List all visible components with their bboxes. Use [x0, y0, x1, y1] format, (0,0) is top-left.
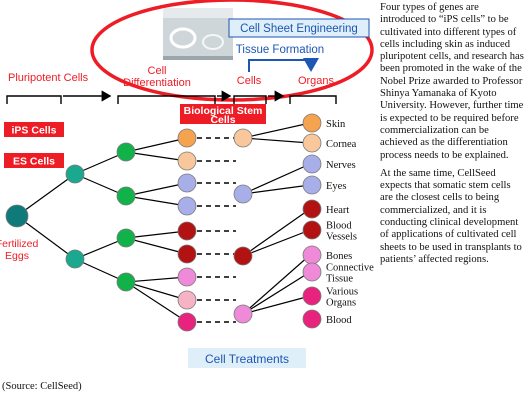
- cell-node: [116, 142, 136, 162]
- es-badge: [4, 153, 64, 168]
- organ-label: Blood: [326, 221, 352, 232]
- cell-node: [116, 228, 136, 248]
- differentiated-cell-node: [177, 196, 197, 216]
- paragraph-cellseed: At the same time, CellSeed expects that …: [380, 167, 522, 265]
- cell-therapy-diagram: Cell Sheet Engineering Tissue Formation …: [0, 0, 374, 368]
- lineage-connectors: [16, 122, 311, 323]
- fertilized-label-1: Fertilized: [0, 238, 38, 250]
- ips-badge-label: iPS Cells: [12, 125, 57, 137]
- cell-nodes: [5, 113, 322, 332]
- organ-node: [302, 286, 322, 306]
- stem-badge: [180, 104, 266, 124]
- lineage-connector: [242, 208, 311, 257]
- stem-cell-node: [233, 246, 253, 266]
- organ-node: [302, 220, 322, 240]
- organ-label: Nerves: [326, 160, 356, 171]
- differentiated-cell-node: [177, 267, 197, 287]
- tissue-formation-label: Tissue Formation: [236, 44, 324, 56]
- differentiated-cell-node: [177, 290, 197, 310]
- source-note: (Source: CellSeed): [2, 381, 82, 392]
- organ-node: [302, 175, 322, 195]
- lineage-connector: [125, 137, 188, 153]
- organ-label: Organs: [326, 298, 356, 309]
- organ-label: Heart: [326, 205, 349, 216]
- organ-node: [302, 133, 322, 153]
- differentiated-cell-node: [177, 128, 197, 148]
- organ-label: Blood: [326, 315, 352, 326]
- stem-cell-node: [233, 128, 253, 148]
- lineage-connector: [242, 184, 311, 195]
- lineage-connector: [125, 281, 188, 323]
- description-text: Four types of genes are introduced to “i…: [380, 2, 526, 272]
- lineage-connector: [242, 254, 311, 315]
- culture-dish-photo: [163, 8, 233, 60]
- cells-label: Cells: [237, 75, 262, 87]
- lineage-connector: [242, 229, 311, 257]
- fertilized-label-2: Eggs: [5, 250, 29, 262]
- organs-label: Organs: [298, 75, 335, 87]
- organ-node: [302, 199, 322, 219]
- lineage-connector: [125, 237, 188, 255]
- organ-node: [302, 262, 322, 282]
- es-badge-label: ES Cells: [13, 156, 55, 168]
- organ-label: Cornea: [326, 139, 357, 150]
- cell-node: [116, 186, 136, 206]
- organ-label: Skin: [326, 119, 346, 130]
- paragraph-ips: Four types of genes are introduced to “i…: [380, 2, 524, 161]
- stem-badge-label-2: Cells: [210, 114, 235, 126]
- differentiated-cell-node: [177, 244, 197, 264]
- category-arrows: [6, 90, 337, 104]
- lineage-connector: [125, 281, 188, 301]
- cell-treatments-label: Cell Treatments: [205, 352, 289, 366]
- differentiated-cell-node: [177, 151, 197, 171]
- differentiation-label-1: Cell: [148, 65, 167, 77]
- lineage-connector: [16, 215, 76, 260]
- differentiated-cell-node: [177, 173, 197, 193]
- ips-badge: [4, 122, 64, 137]
- lineage-connector: [125, 276, 188, 283]
- lineage-connector: [242, 122, 311, 139]
- organ-node: [302, 154, 322, 174]
- pluripotent-label: Pluripotent Cells: [8, 72, 89, 84]
- tissue-formation-arrow: [248, 58, 319, 72]
- organ-label: Tissue: [326, 274, 353, 285]
- highlight-ellipse: [90, 0, 374, 102]
- lineage-connector: [242, 271, 311, 315]
- lineage-connector: [242, 295, 311, 315]
- cell-treatments-box: [188, 348, 306, 368]
- organ-label: Connective: [326, 263, 374, 274]
- organ-node: [302, 113, 322, 133]
- organ-labels: SkinCorneaNervesEyesHeartBloodVesselsBon…: [326, 119, 374, 326]
- lineage-connector: [125, 182, 188, 197]
- lineage-connector: [242, 163, 311, 195]
- stem-cell-node: [233, 304, 253, 324]
- differentiated-cell-node: [177, 221, 197, 241]
- lineage-connector: [242, 137, 311, 144]
- lineage-connector: [125, 195, 188, 207]
- lineage-connector: [16, 173, 76, 217]
- organ-node: [302, 309, 322, 329]
- cell-node: [65, 249, 85, 269]
- stem-badge-label-1: Biological Stem: [184, 105, 263, 117]
- differentiated-cell-node: [177, 312, 197, 332]
- organ-label: Vessels: [326, 232, 357, 243]
- organ-label: Eyes: [326, 181, 346, 192]
- organ-node: [302, 245, 322, 265]
- differentiation-label-2: Differentiation: [123, 77, 191, 89]
- stem-cell-node: [233, 184, 253, 204]
- cell-node: [65, 164, 85, 184]
- fertilized-egg-node: [5, 204, 29, 228]
- organ-label: Various: [326, 287, 358, 298]
- cell-sheet-label: Cell Sheet Engineering: [240, 23, 358, 35]
- lineage-connector: [125, 230, 188, 239]
- cell-sheet-box: [228, 18, 370, 38]
- cell-node: [116, 272, 136, 292]
- lineage-connector: [125, 151, 188, 162]
- organ-label: Bones: [326, 251, 352, 262]
